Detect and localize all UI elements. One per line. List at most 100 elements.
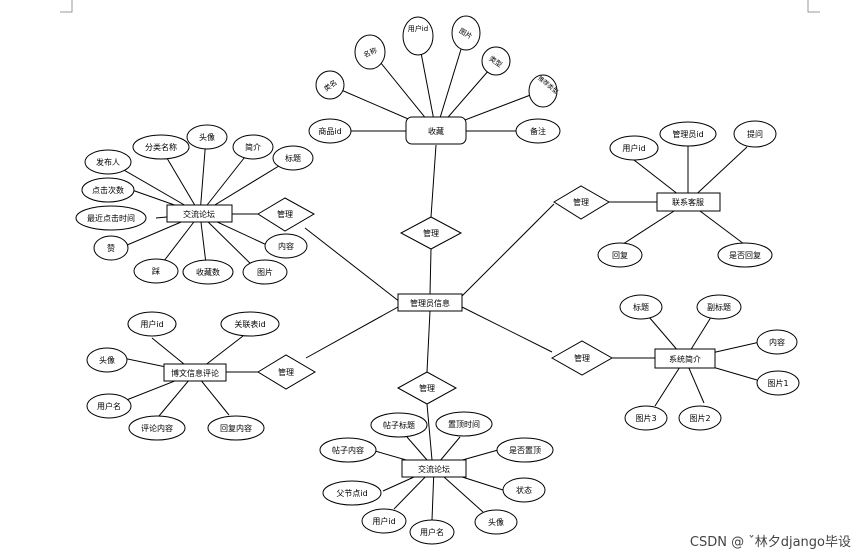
attr-forum-favorites: 收藏数 [182,259,234,285]
svg-text:赞: 赞 [107,243,115,253]
attr-collect-remark: 备注 [515,118,561,144]
attr-comment-user-id: 用户id [127,311,177,337]
attr-forum-publisher: 发布人 [84,149,132,175]
attr-about-image1: 图片1 [756,370,800,396]
svg-text:用户名: 用户名 [97,401,121,411]
attr-comment-avatar: 头像 [86,347,128,373]
page-corner-marks [60,0,820,13]
svg-text:内容: 内容 [278,241,294,251]
svg-text:是否回复: 是否回复 [729,250,761,260]
svg-text:评论内容: 评论内容 [141,423,173,433]
relation-forum-admin: 管理 [257,197,316,232]
entity-forum-label: 交流论坛 [183,209,215,219]
attr-collect-type: 类型 [481,46,511,76]
svg-text:回复内容: 回复内容 [220,423,252,433]
svg-text:备注: 备注 [530,126,546,136]
svg-text:管理员id: 管理员id [672,129,703,139]
attr-about-title: 标题 [619,294,663,320]
attr-collect-image: 图片 [451,15,481,51]
svg-text:分类名称: 分类名称 [145,142,177,152]
relation-label: 管理 [574,353,590,363]
attr-comment-reply: 回复内容 [207,415,265,441]
entity-post-label: 交流论坛 [418,464,450,474]
svg-text:用户id: 用户id [622,143,645,153]
svg-text:是否置顶: 是否置顶 [509,446,541,455]
svg-text:提问: 提问 [747,129,763,139]
entity-about-label: 系统简介 [669,354,701,364]
entity-contact-label: 联系客服 [672,197,704,207]
attr-post-parent-id: 父节点id [322,480,382,506]
entity-about: 系统简介 [654,348,716,369]
attr-contact-is-replied: 是否回复 [717,242,773,268]
attr-comment-username: 用户名 [86,393,132,419]
attr-collect-goods-id: 商品id [308,118,352,144]
svg-text:图片1: 图片1 [767,378,788,388]
attr-forum-category: 分类名称 [132,134,190,160]
attr-post-avatar: 头像 [474,509,518,535]
svg-text:收藏数: 收藏数 [196,267,220,277]
attr-contact-reply: 回复 [597,242,643,268]
svg-text:头像: 头像 [99,355,115,365]
relation-label: 管理 [423,228,439,238]
svg-text:回复: 回复 [612,250,628,260]
attr-forum-content: 内容 [264,233,308,259]
relation-label: 管理 [278,367,294,377]
svg-text:图片3: 图片3 [635,413,656,423]
attr-post-user-id: 用户id [361,508,407,534]
svg-text:父节点id: 父节点id [336,489,367,498]
attr-forum-last-click: 最近点击时间 [75,205,147,231]
entity-forum: 交流论坛 [166,204,233,223]
svg-text:踩: 踩 [152,266,160,276]
svg-text:置顶时间: 置顶时间 [448,419,480,429]
entity-comment-label: 博文信息评论 [171,368,219,378]
svg-text:内容: 内容 [769,337,785,347]
attr-collect-user-id: 用户id [402,16,434,56]
svg-text:头像: 头像 [488,517,504,527]
attr-post-is-top: 是否置顶 [496,437,554,463]
svg-text:帖子内容: 帖子内容 [332,445,364,455]
attr-forum-image: 图片 [242,259,288,285]
svg-text:发布人: 发布人 [96,157,120,167]
svg-text:商品id: 商品id [318,126,341,136]
attr-forum-like: 赞 [93,235,129,261]
svg-text:图片2: 图片2 [689,413,710,423]
svg-text:用户id: 用户id [372,516,395,526]
relation-label: 管理 [573,197,589,207]
attr-forum-title: 标题 [272,145,314,171]
svg-text:关联表id: 关联表id [234,319,265,329]
attr-collect-name: 名称 [354,34,386,70]
attr-about-image2: 图片2 [678,405,722,431]
entity-collect: 收藏 [405,116,467,145]
svg-text:简介: 简介 [245,142,261,152]
entity-admin-label: 管理员信息 [410,298,450,308]
attr-post-username: 用户名 [409,519,455,545]
attr-comment-content: 评论内容 [128,415,186,441]
relation-label: 管理 [277,209,293,219]
relation-collect-admin: 管理 [399,216,463,250]
watermark-text: CSDN @ ˇ林夕django毕设 [690,535,851,550]
svg-text:用户id: 用户id [140,319,163,329]
relation-comment-admin: 管理 [257,354,316,390]
attr-forum-intro: 简介 [232,134,274,160]
attr-post-content: 帖子内容 [319,437,377,463]
entity-collect-label: 收藏 [428,126,444,136]
svg-text:头像: 头像 [199,132,215,142]
entity-contact: 联系客服 [656,192,721,212]
attr-collect-recommend: 推荐类型 [528,74,559,108]
svg-text:标题: 标题 [633,302,649,312]
svg-text:用户名: 用户名 [420,527,444,537]
entity-admin: 管理员信息 [397,293,463,312]
attr-about-subtitle: 副标题 [696,294,742,320]
attr-contact-question: 提问 [733,120,777,148]
entity-comment: 博文信息评论 [163,363,227,382]
svg-text:点击次数: 点击次数 [92,185,124,195]
relation-post-admin: 管理 [396,371,458,405]
relation-contact-admin: 管理 [553,185,610,220]
relation-about-admin: 管理 [550,340,614,376]
attr-contact-user-id: 用户id [609,135,659,161]
attr-post-status: 状态 [502,477,546,503]
relation-label: 管理 [419,383,435,393]
attr-contact-admin-id: 管理员id [659,121,717,147]
entity-post: 交流论坛 [401,459,467,478]
